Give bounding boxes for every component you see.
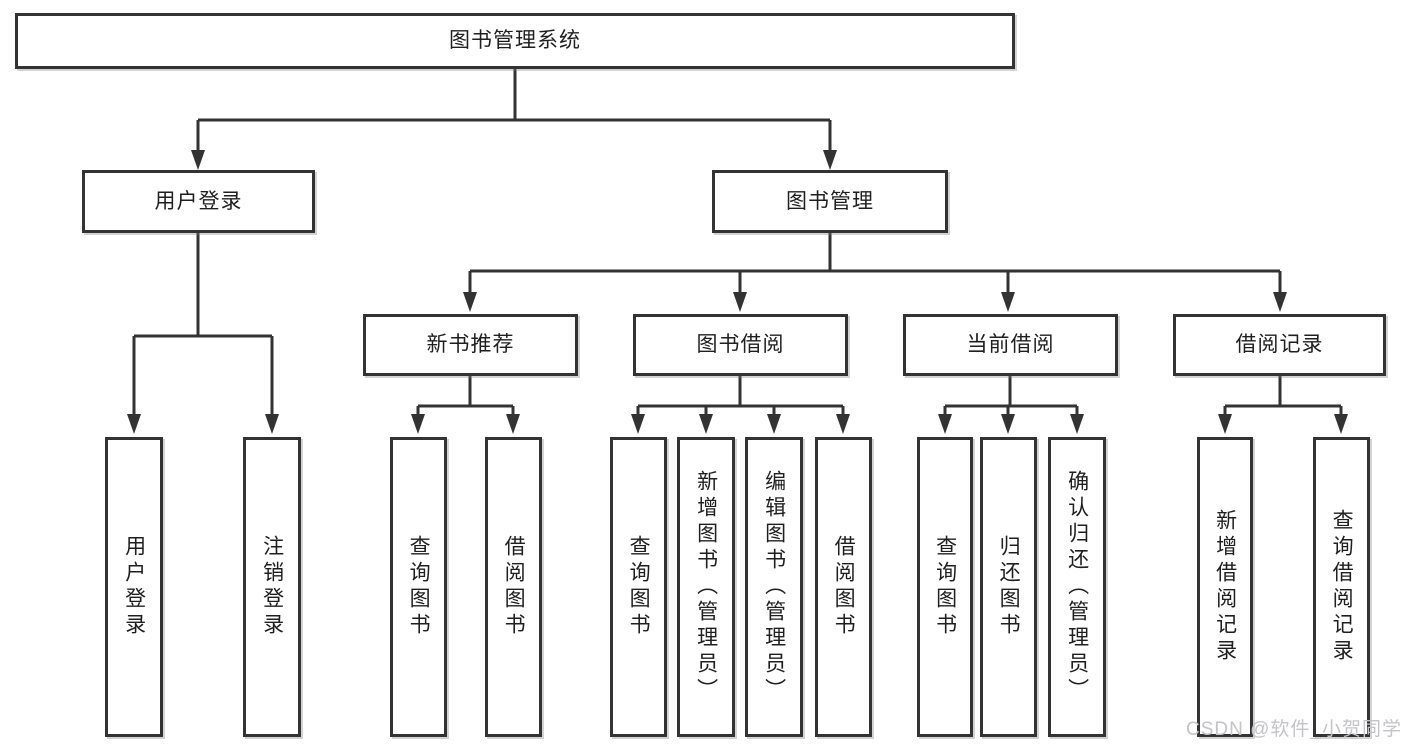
- leaf-query-books-borrow: 查询图书: [610, 437, 667, 737]
- node-current-borrow: 当前借阅: [903, 314, 1118, 376]
- leaf-query-books-current: 查询图书: [917, 437, 973, 737]
- leaf-confirm-return-admin: 确认归还（管理员）: [1048, 437, 1106, 737]
- leaf-logout: 注销登录: [243, 437, 301, 737]
- leaf-user-login: 用户登录: [105, 437, 163, 737]
- leaf-edit-books-admin: 编辑图书（管理员）: [745, 437, 803, 737]
- leaf-add-books-admin: 新增图书（管理员）: [677, 437, 735, 737]
- csdn-watermark: CSDN @软件_小贺同学: [1186, 719, 1402, 740]
- leaf-borrow-books: 借阅图书: [815, 437, 872, 737]
- leaf-add-borrow-record: 新增借阅记录: [1197, 437, 1253, 737]
- leaf-query-books-recommend: 查询图书: [390, 437, 447, 737]
- leaf-return-books: 归还图书: [980, 437, 1037, 737]
- node-book-borrow: 图书借阅: [633, 314, 848, 376]
- node-book-management: 图书管理: [712, 170, 948, 233]
- leaf-query-borrow-record: 查询借阅记录: [1313, 437, 1370, 737]
- node-new-book-recommend: 新书推荐: [363, 314, 578, 376]
- node-root: 图书管理系统: [15, 13, 1015, 69]
- node-borrow-records: 借阅记录: [1173, 314, 1386, 376]
- node-user-login: 用户登录: [82, 170, 315, 233]
- leaf-borrow-books-recommend: 借阅图书: [485, 437, 542, 737]
